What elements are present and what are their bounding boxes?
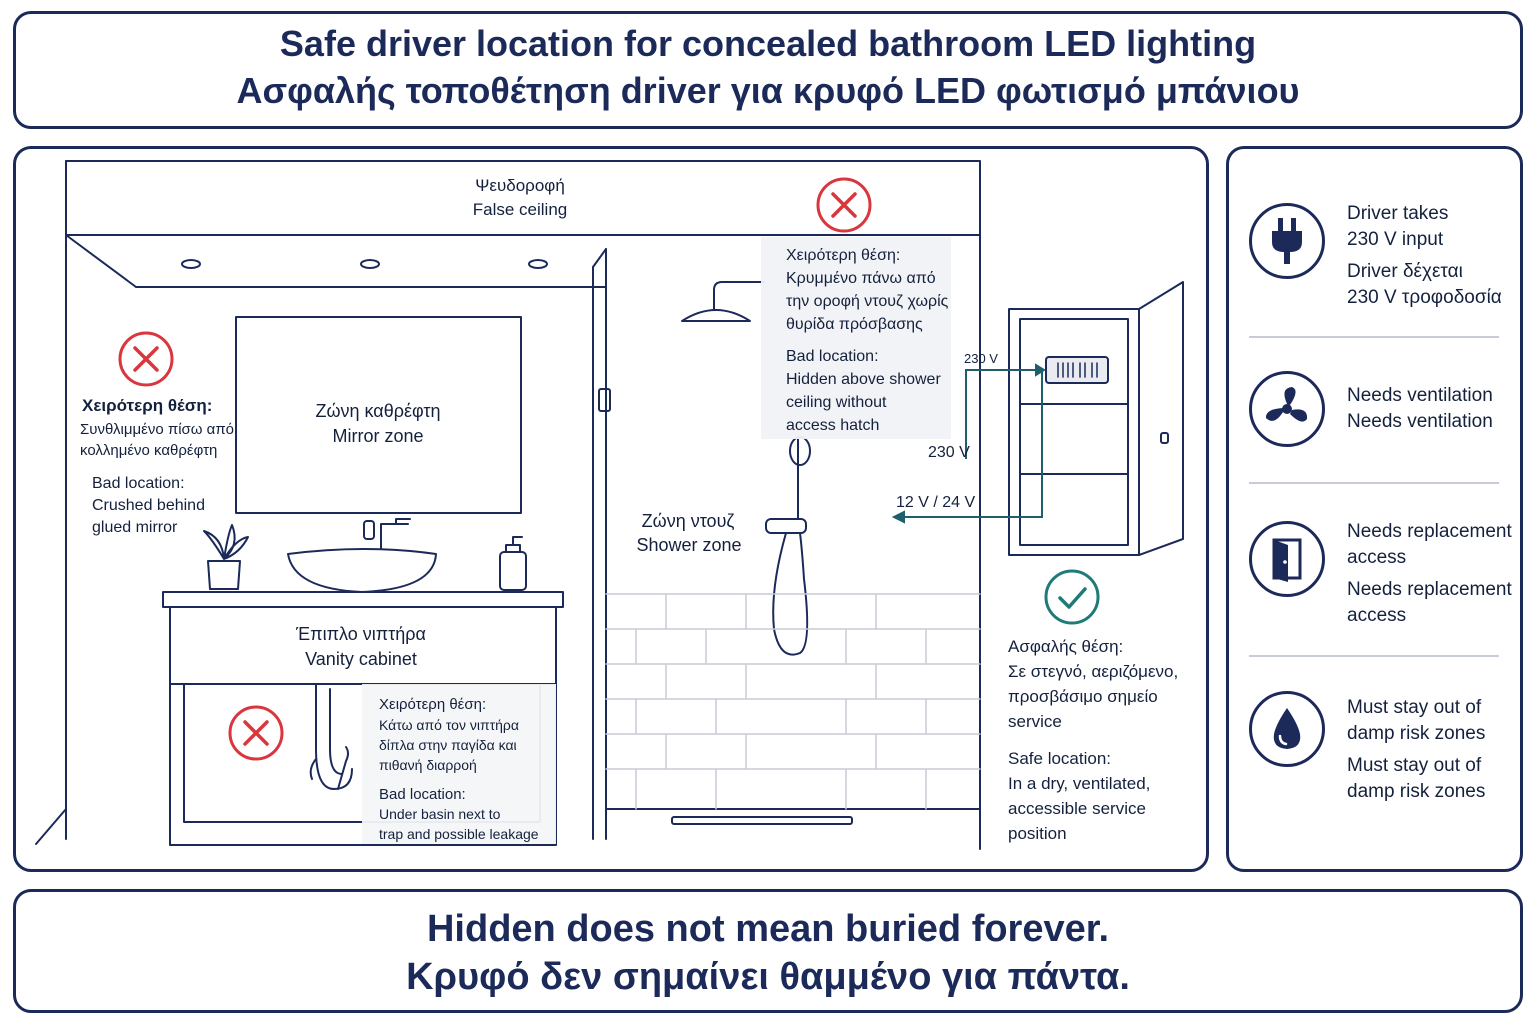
fan-icon xyxy=(1249,371,1325,447)
bad-shower-el-line: θυρίδα πρόσβασης xyxy=(786,316,923,333)
bad-mirror-el-line: κολλημένο καθρέφτη xyxy=(80,442,217,459)
mirror-zone-label-el: Ζώνη καθρέφτη xyxy=(315,401,440,421)
bad-shower-en-line: access hatch xyxy=(786,417,879,434)
voltage-label-low: 12 V / 24 V xyxy=(896,494,975,511)
safe-title-el: Ασφαλής θέση: xyxy=(1008,637,1123,656)
requirement-line: access xyxy=(1347,547,1407,568)
bad-shower-title-en: Bad location: xyxy=(786,348,879,365)
safe-en-line: In a dry, ventilated, xyxy=(1008,774,1150,793)
divider xyxy=(1249,336,1499,338)
requirement-line: Driver δέχεται xyxy=(1347,261,1463,282)
bad-mirror-en-line: Crushed behind xyxy=(92,497,205,514)
bad-basin-el-line: Κάτω από τον νιπτήρα xyxy=(379,717,519,733)
footer-greek: Κρυφό δεν σημαίνει θαμμένο για πάντα. xyxy=(406,956,1130,998)
water-drop-icon xyxy=(1249,691,1325,767)
led-driver-box xyxy=(1045,356,1109,384)
soap-bottle xyxy=(499,551,527,591)
false-ceiling-label-el: Ψευδοροφή xyxy=(475,176,565,195)
bad-basin-title-el: Χειρότερη θέση: xyxy=(379,696,486,713)
divider xyxy=(1249,655,1499,657)
bad-mirror-en-line: glued mirror xyxy=(92,519,178,536)
requirement-line: Needs replacement xyxy=(1347,521,1512,542)
safe-el-line: Σε στεγνό, αεριζόμενο, xyxy=(1008,662,1178,681)
voltage-label-top: 230 V xyxy=(964,351,998,366)
vanity-top xyxy=(162,591,564,608)
bad-shower-en-line: Hidden above shower xyxy=(786,371,941,388)
bad-mirror-marker xyxy=(118,331,174,387)
bad-shower-en-line: ceiling without xyxy=(786,394,887,411)
bad-shower-title-el: Χειρότερη θέση: xyxy=(786,247,900,264)
bad-mirror-title-el: Χειρότερη θέση: xyxy=(82,396,212,415)
safe-el-line: service xyxy=(1008,712,1062,731)
hand-shower xyxy=(789,436,811,466)
requirement-line: Must stay out of xyxy=(1347,697,1482,718)
bad-basin-en-line: trap and possible leakage xyxy=(379,826,539,842)
requirement-line: access xyxy=(1347,605,1407,626)
basin xyxy=(287,548,437,593)
safe-en-line: position xyxy=(1008,824,1067,843)
requirement-line: Needs ventilation xyxy=(1347,385,1493,406)
shower-head xyxy=(681,309,751,322)
wiring xyxy=(891,363,1046,524)
footer-panel: Hidden does not mean buried forever. Κρυ… xyxy=(13,889,1523,1013)
vanity-label-en: Vanity cabinet xyxy=(305,649,417,669)
requirement-item-damp: Must stay out of damp risk zones Must st… xyxy=(1249,691,1509,811)
requirement-item-input: Driver takes 230 V input Driver δέχεται … xyxy=(1249,201,1509,321)
shower-arm xyxy=(713,281,765,310)
bathroom-diagram-panel: Ψευδοροφή False ceiling Ζώνη καθρέφτη Mi… xyxy=(13,146,1209,872)
title-greek: Ασφαλής τοποθέτηση driver για κρυφό LED … xyxy=(236,70,1300,111)
requirements-panel: Driver takes 230 V input Driver δέχεται … xyxy=(1226,146,1523,872)
service-cabinet-door xyxy=(1138,281,1184,556)
requirement-line: 230 V τροφοδοσία xyxy=(1347,287,1502,308)
divider xyxy=(1249,482,1499,484)
requirement-item-access: Needs replacement access Needs replaceme… xyxy=(1249,519,1512,639)
door-icon xyxy=(1249,521,1325,597)
requirement-line: Needs ventilation xyxy=(1347,411,1493,432)
requirement-line: Must stay out of xyxy=(1347,755,1482,776)
requirement-line: damp risk zones xyxy=(1347,723,1486,744)
trap-pipe xyxy=(315,683,353,790)
bad-shower-el-line: Κρυμμένο πάνω από xyxy=(786,270,936,287)
shower-mixer xyxy=(765,518,807,534)
requirement-item-ventilation: Needs ventilation Needs ventilation xyxy=(1249,371,1509,461)
requirement-line: damp risk zones xyxy=(1347,781,1486,802)
voltage-label-230: 230 V xyxy=(928,444,970,461)
safe-en-line: accessible service xyxy=(1008,799,1146,818)
safe-title-en: Safe location: xyxy=(1008,749,1111,768)
requirement-line: 230 V input xyxy=(1347,229,1444,250)
title-panel: Safe driver location for concealed bathr… xyxy=(13,11,1523,129)
bad-basin-title-en: Bad location: xyxy=(379,786,466,803)
requirement-line: Driver takes xyxy=(1347,203,1449,224)
safe-marker xyxy=(1044,569,1100,625)
false-ceiling-label-en: False ceiling xyxy=(473,200,568,219)
bad-basin-marker xyxy=(228,705,284,761)
shower-zone-label-el: Ζώνη ντουζ xyxy=(642,511,735,531)
vanity-label-el: Έπιπλο νιπτήρα xyxy=(295,624,426,644)
shower-zone-label-en: Shower zone xyxy=(636,535,741,555)
safe-el-line: προσβάσιμο σημείο xyxy=(1008,687,1158,706)
service-cabinet xyxy=(1008,308,1140,556)
shower-tiles xyxy=(605,593,981,810)
bad-basin-el-line: πιθανή διαρροή xyxy=(379,757,477,773)
plant-pot xyxy=(207,560,241,590)
bathroom-diagram: Ψευδοροφή False ceiling Ζώνη καθρέφτη Mi… xyxy=(35,160,1184,850)
footer-english: Hidden does not mean buried forever. xyxy=(426,908,1109,950)
bad-basin-el-line: δίπλα στην παγίδα και xyxy=(379,737,517,753)
bad-shower-marker xyxy=(816,177,872,233)
mirror-zone-label-en: Mirror zone xyxy=(332,426,423,446)
bad-shower-el-line: την οροφή ντουζ χωρίς xyxy=(786,293,949,310)
bad-mirror-title-en: Bad location: xyxy=(92,475,185,492)
mirror xyxy=(235,316,522,514)
bad-mirror-el-line: Συνθλιμμένο πίσω από xyxy=(80,421,234,438)
requirement-line: Needs replacement xyxy=(1347,579,1512,600)
title-english: Safe driver location for concealed bathr… xyxy=(279,23,1257,64)
shower-drain xyxy=(671,816,853,825)
plug-icon xyxy=(1249,203,1325,279)
bad-basin-en-line: Under basin next to xyxy=(379,806,501,822)
